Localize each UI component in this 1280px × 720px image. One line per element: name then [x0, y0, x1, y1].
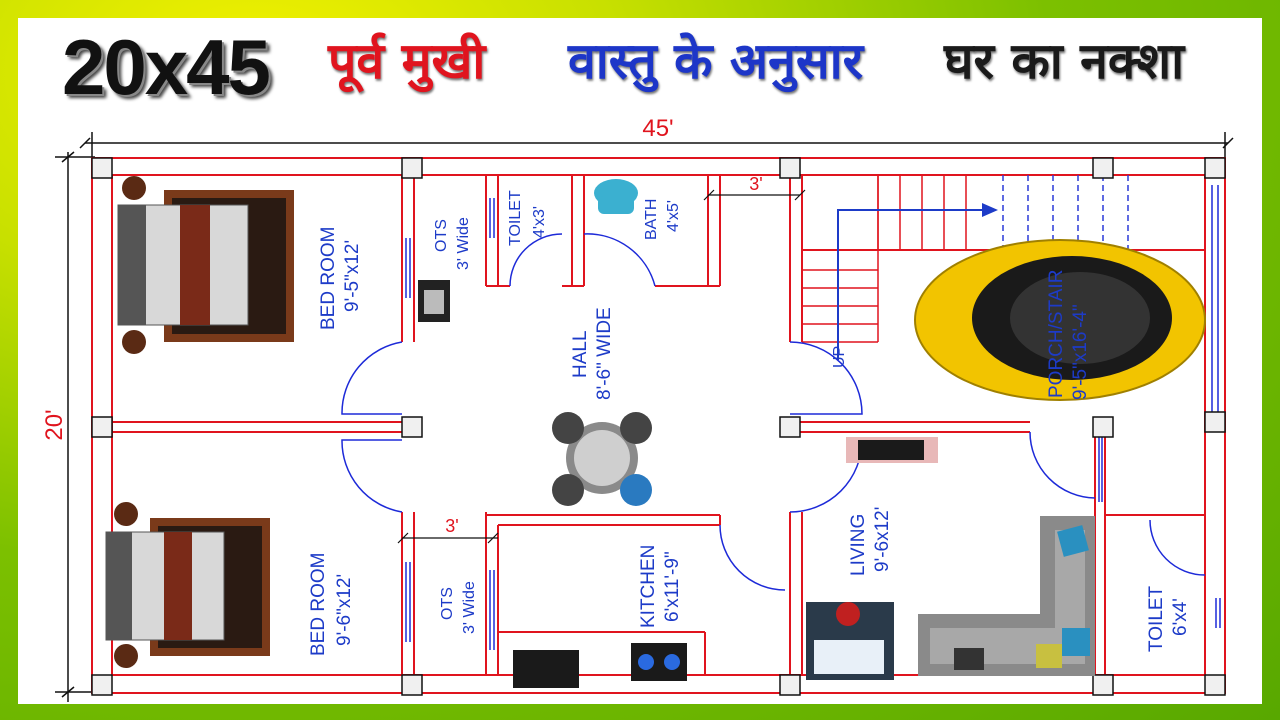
ots-top-name: OTS [433, 219, 450, 252]
toilet-top-name: TOILET [507, 190, 524, 246]
hall-size: 8'-6" WIDE [594, 307, 615, 400]
tv-icon [858, 440, 924, 460]
ots-bottom-name: OTS [439, 587, 456, 620]
bath-size: 4'x5' [665, 200, 682, 232]
width-dimension: 45' [642, 115, 673, 142]
burner-left [638, 654, 654, 670]
arrow-head-icon [982, 203, 998, 217]
stair-hidden-lines [1002, 175, 1129, 250]
living-size: 9'-6x12' [872, 507, 893, 572]
ots-gap-dimension: 3' [749, 174, 762, 194]
door-swings [341, 233, 1206, 591]
inner-dims [397, 189, 806, 544]
basin-bowl [424, 290, 444, 314]
bed-top-name: BED ROOM [318, 227, 339, 330]
toilet-bottom-size: 6'x4' [1170, 598, 1191, 636]
toilet-bottom-name: TOILET [1146, 585, 1167, 652]
living-name: LIVING [848, 514, 869, 576]
kitchen-size: 6'x11'-9" [662, 551, 683, 622]
vastu-title: वास्तु के अनुसार [568, 32, 864, 90]
kitchen-gap-dimension: 3' [445, 516, 458, 536]
dining-table-icon [552, 412, 652, 506]
house-map-title: घर का नक्शा [944, 32, 1185, 90]
burner-right [664, 654, 680, 670]
kitchen-name: KITCHEN [638, 545, 659, 628]
porch-name: PORCH/STAIR [1046, 270, 1067, 398]
plot-size-title: 20x45 [62, 23, 271, 111]
ots-bottom-size: 3' Wide [461, 581, 478, 634]
dimension-lines [55, 132, 1234, 702]
porch-size: 9'-5"x16'-4" [1070, 304, 1091, 400]
ots-top-size: 3' Wide [455, 217, 472, 270]
stair-steps [802, 175, 967, 343]
hall-name: HALL [570, 330, 591, 378]
bed-top [117, 176, 294, 354]
windows [405, 185, 1221, 650]
stair-up-label: UP [831, 346, 848, 368]
bed-bottom [105, 502, 270, 668]
car-icon [914, 239, 1206, 401]
bath-name: BATH [643, 199, 660, 240]
study-desk-icon [806, 602, 894, 680]
toilet-seat-icon [594, 179, 638, 214]
stair-up-arrow [837, 209, 990, 360]
bed-top-size: 9'-5"x12' [342, 240, 363, 312]
depth-dimension: 20' [41, 409, 68, 440]
toilet-top-size: 4'x3' [531, 206, 548, 238]
bed-bottom-name: BED ROOM [308, 553, 329, 656]
facing-title: पूर्व मुखी [328, 32, 486, 90]
sofa-icon [918, 516, 1095, 676]
room-labels: BED ROOM 9'-5"x12' BED ROOM 9'-6"x12' OT… [308, 190, 1191, 656]
kitchen-sink-icon [513, 650, 579, 688]
columns [91, 157, 1226, 696]
bed-bottom-size: 9'-6"x12' [334, 574, 355, 646]
